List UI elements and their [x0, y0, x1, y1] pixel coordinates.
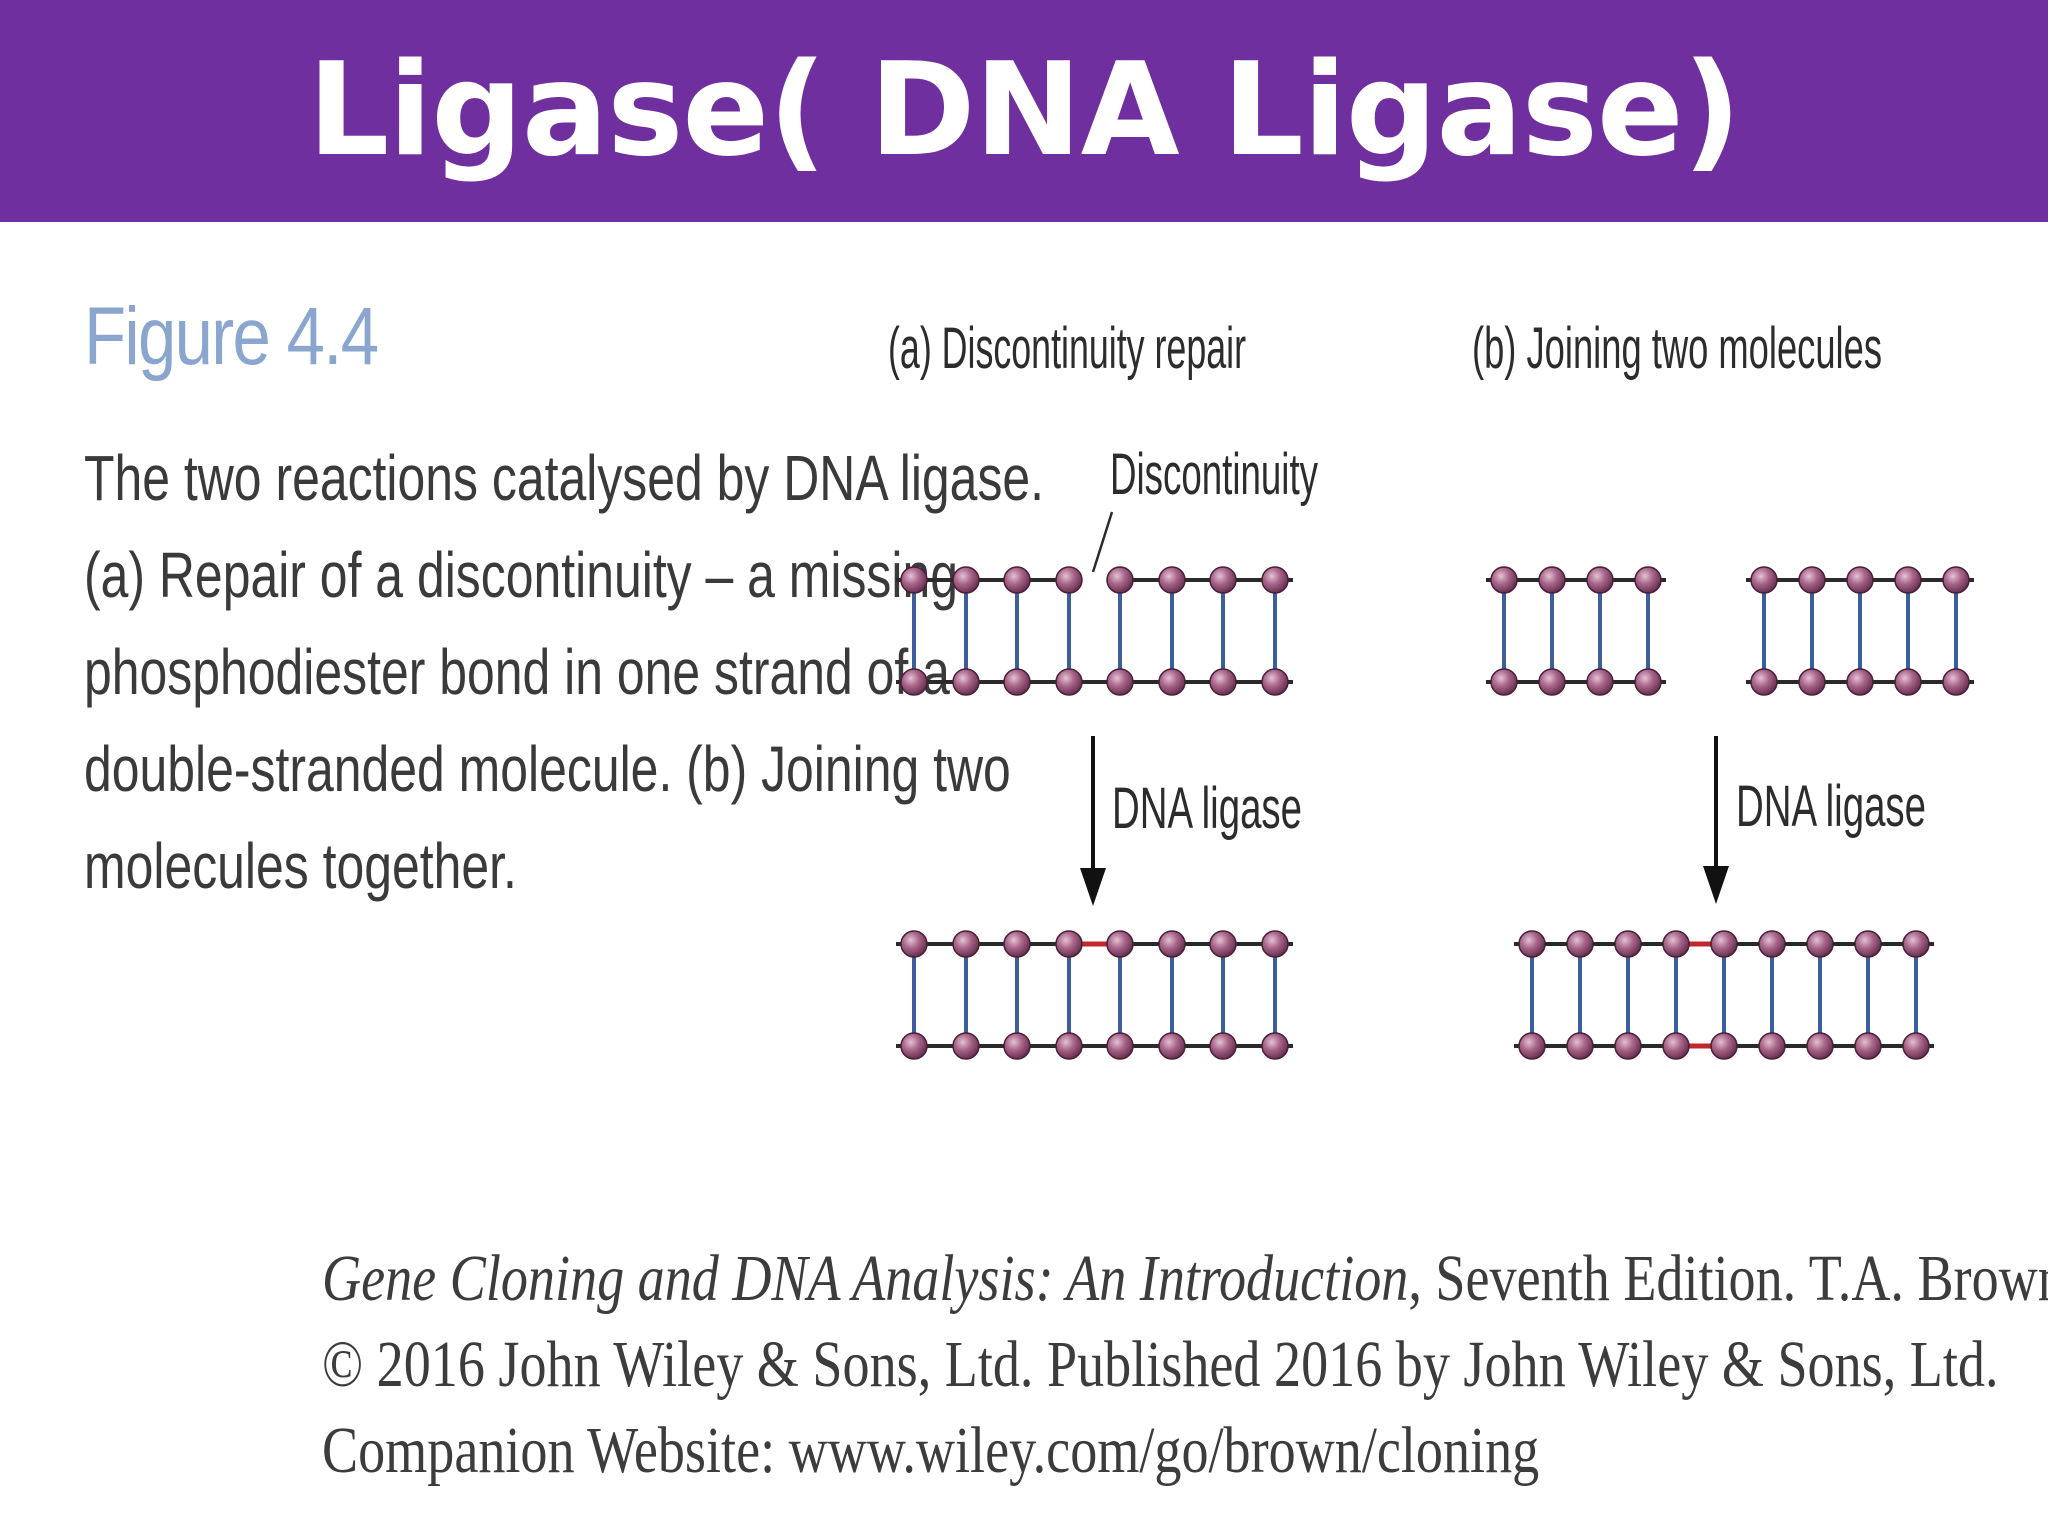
dna-molecule-repaired	[896, 930, 1293, 1060]
nucleotide	[1003, 668, 1031, 696]
nucleotide	[1662, 1032, 1690, 1060]
nucleotide	[1614, 930, 1642, 958]
nucleotide	[900, 1032, 928, 1060]
nucleotide	[1055, 566, 1083, 594]
nucleotide	[1538, 668, 1566, 696]
nucleotide	[1586, 668, 1614, 696]
nucleotide	[1106, 930, 1134, 958]
nucleotide	[1942, 668, 1970, 696]
nucleotide	[1846, 668, 1874, 696]
nucleotide	[952, 1032, 980, 1060]
nucleotide	[1261, 930, 1289, 958]
nucleotide	[1586, 566, 1614, 594]
nucleotide	[1055, 930, 1083, 958]
nucleotide	[1261, 566, 1289, 594]
nucleotide	[1261, 1032, 1289, 1060]
discontinuity-pointer	[1091, 511, 1114, 573]
arrow-label: DNA ligase	[1112, 776, 1302, 841]
nucleotide	[1055, 668, 1083, 696]
nucleotide	[1798, 668, 1826, 696]
nucleotide	[1158, 668, 1186, 696]
nucleotide	[1490, 668, 1518, 696]
nucleotide	[1942, 566, 1970, 594]
caption-line: molecules together.	[84, 830, 517, 902]
nucleotide	[900, 566, 928, 594]
edition-author: , Seventh Edition. T.A. Brown.	[1408, 1242, 2048, 1315]
nucleotide	[1003, 930, 1031, 958]
nucleotide	[1634, 668, 1662, 696]
arrow-down-icon	[1703, 866, 1729, 904]
nucleotide	[1798, 566, 1826, 594]
nucleotide	[1854, 1032, 1882, 1060]
nucleotide	[952, 668, 980, 696]
nucleotide	[900, 930, 928, 958]
nucleotide	[1538, 566, 1566, 594]
nucleotide	[1261, 668, 1289, 696]
nucleotide	[1209, 566, 1237, 594]
dna-molecule-2	[1746, 566, 1974, 696]
panel-b: (b) Joining two molecules DNA ligase	[1472, 316, 1974, 1060]
title-bar: Ligase( DNA Ligase)	[0, 0, 2048, 222]
slide-title: Ligase( DNA Ligase)	[307, 36, 1741, 185]
nucleotide	[1003, 566, 1031, 594]
arrow-label: DNA ligase	[1736, 774, 1926, 839]
nucleotide	[1758, 930, 1786, 958]
dna-molecule-unrepaired	[896, 566, 1293, 696]
nucleotide	[1894, 566, 1922, 594]
book-title: Gene Cloning and DNA Analysis: An Introd…	[322, 1242, 1409, 1315]
nucleotide	[1106, 566, 1134, 594]
credit-line-1: Gene Cloning and DNA Analysis: An Introd…	[322, 1236, 2048, 1322]
panel-a: (a) Discontinuity repair Discontinuity D…	[888, 316, 1318, 1060]
nucleotide	[900, 668, 928, 696]
nucleotide	[1106, 668, 1134, 696]
credit-line-2: © 2016 John Wiley & Sons, Ltd. Published…	[322, 1328, 1999, 1401]
nucleotide	[1106, 1032, 1134, 1060]
nucleotide	[1614, 1032, 1642, 1060]
nucleotide	[1634, 566, 1662, 594]
nucleotide	[1894, 668, 1922, 696]
nucleotide	[1566, 930, 1594, 958]
nucleotide	[1566, 1032, 1594, 1060]
nucleotide	[1490, 566, 1518, 594]
panel-a-heading: (a) Discontinuity repair	[888, 316, 1246, 381]
nucleotide	[1209, 930, 1237, 958]
nucleotide	[952, 566, 980, 594]
nucleotide	[1854, 930, 1882, 958]
nucleotide	[1209, 1032, 1237, 1060]
panel-b-heading: (b) Joining two molecules	[1472, 316, 1882, 381]
figure-label: Figure 4.4	[84, 291, 379, 382]
nucleotide	[1750, 566, 1778, 594]
nucleotide	[1806, 1032, 1834, 1060]
nucleotide	[1662, 930, 1690, 958]
nucleotide	[1750, 668, 1778, 696]
nucleotide	[1158, 566, 1186, 594]
nucleotide	[1902, 930, 1930, 958]
source-credits: Gene Cloning and DNA Analysis: An Introd…	[322, 1236, 2048, 1494]
dna-molecule-1	[1486, 566, 1666, 696]
nucleotide	[1003, 1032, 1031, 1060]
nucleotide	[1209, 668, 1237, 696]
nucleotide	[1518, 930, 1546, 958]
nucleotide	[1758, 1032, 1786, 1060]
nucleotide	[1158, 1032, 1186, 1060]
nucleotide	[952, 930, 980, 958]
credit-line-3: Companion Website: www.wiley.com/go/brow…	[322, 1414, 1540, 1487]
dna-molecule-joined	[1514, 930, 1934, 1060]
nucleotide	[1710, 1032, 1738, 1060]
nucleotide	[1055, 1032, 1083, 1060]
nucleotide	[1158, 930, 1186, 958]
arrow-down-icon	[1080, 868, 1106, 906]
nucleotide	[1518, 1032, 1546, 1060]
nucleotide	[1846, 566, 1874, 594]
discontinuity-label: Discontinuity	[1110, 442, 1318, 507]
nucleotide	[1806, 930, 1834, 958]
nucleotide	[1902, 1032, 1930, 1060]
nucleotide	[1710, 930, 1738, 958]
